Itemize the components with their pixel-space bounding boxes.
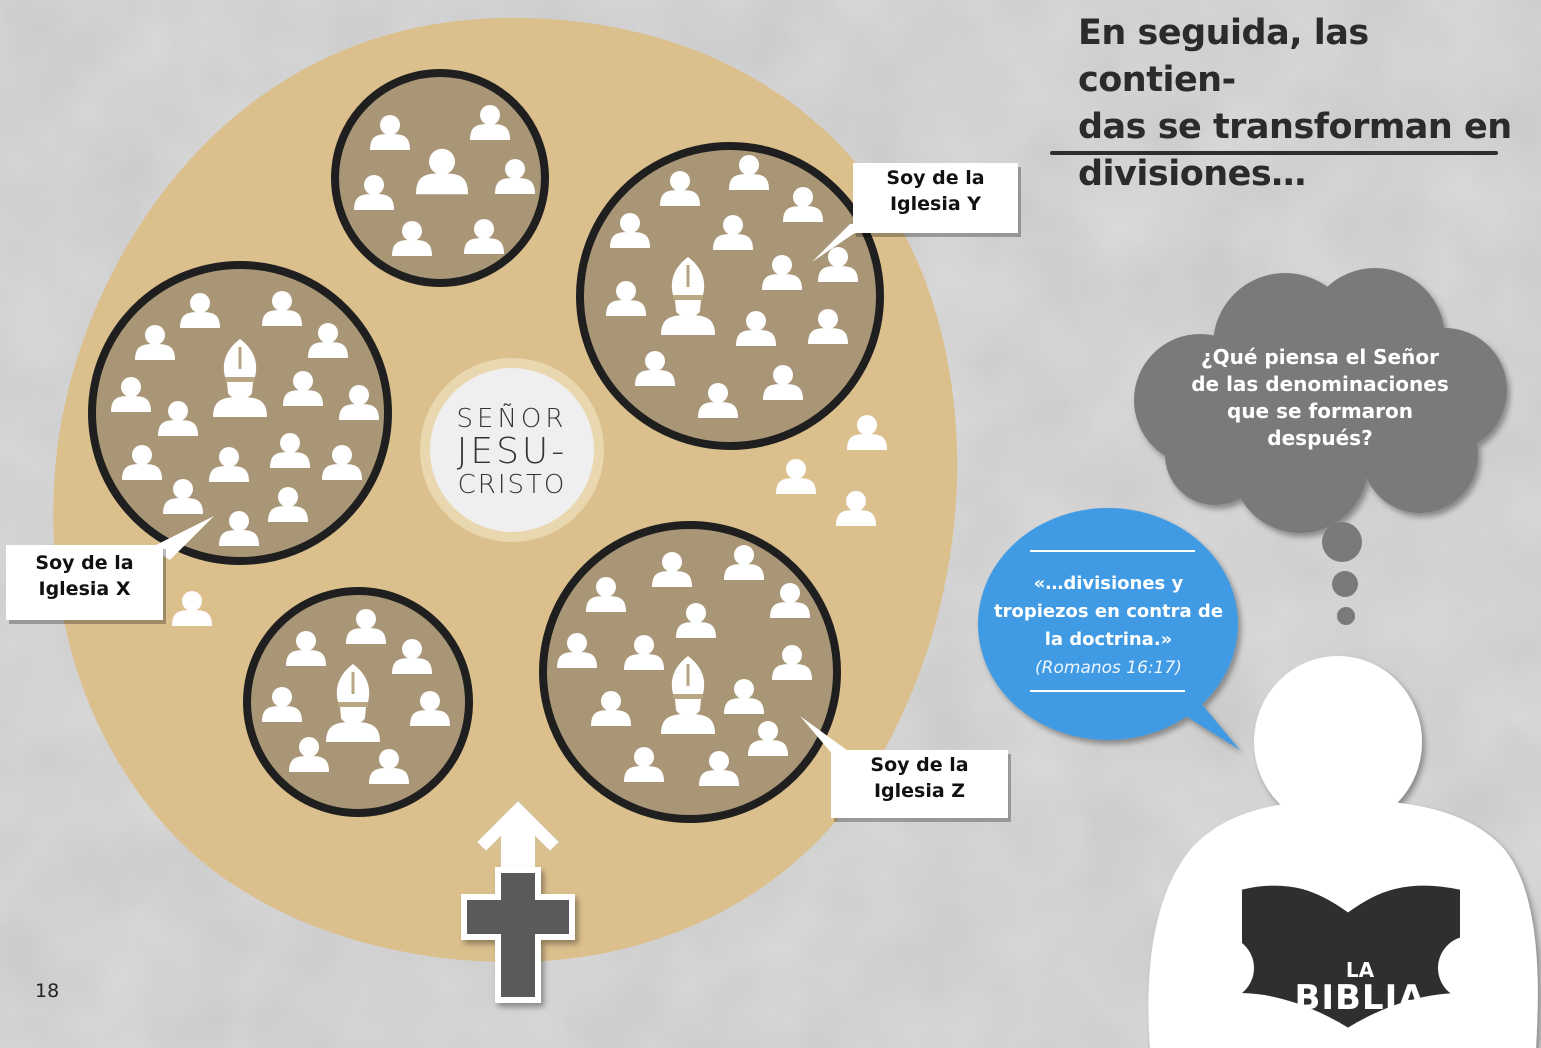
tag-line: Soy de la xyxy=(35,552,134,574)
thought-line: después? xyxy=(1267,426,1373,450)
speech-bubble xyxy=(978,508,1240,750)
quote-line: la doctrina.» xyxy=(1044,629,1173,650)
tag-line: Soy de la xyxy=(886,167,985,189)
pointer-iglesia-y xyxy=(812,224,868,262)
page-number: 18 xyxy=(35,980,60,1002)
quote-rule-bottom xyxy=(1030,690,1185,692)
tag-iglesia-y: Soy de la Iglesia Y xyxy=(853,163,1018,233)
thought-line: que se formaron xyxy=(1227,399,1413,423)
tag-line: Iglesia X xyxy=(38,578,131,600)
center-label-line: CRISTO xyxy=(457,470,567,500)
tag-line: Iglesia Y xyxy=(889,193,982,215)
pointer-iglesia-z xyxy=(800,716,855,756)
bible-label-small: LA xyxy=(1345,958,1375,982)
thought-bubble-dot xyxy=(1322,522,1362,562)
quote-line: «…divisiones y xyxy=(1033,573,1184,594)
tag-line: Iglesia Z xyxy=(873,780,966,802)
center-label-line: SEÑOR xyxy=(456,404,568,434)
thought-line: ¿Qué piensa el Señor xyxy=(1201,345,1439,369)
quote-rule-top xyxy=(1030,550,1195,552)
thought-bubble-dot xyxy=(1337,607,1355,625)
headline-line: divisiones… xyxy=(1078,154,1306,194)
cross-icon xyxy=(461,867,575,1003)
scripture-quote: «…divisiones y tropiezos en contra de la… xyxy=(986,570,1231,682)
thought-question: ¿Qué piensa el Señor de las denominacion… xyxy=(1170,344,1470,452)
center-label: SEÑOR JESU- CRISTO xyxy=(432,404,592,500)
headline-line: das se transforman en xyxy=(1078,107,1512,147)
headline-rule xyxy=(1050,151,1498,155)
pointer-iglesia-x xyxy=(150,516,214,560)
tag-line: Soy de la xyxy=(870,754,969,776)
thought-bubble-dot xyxy=(1332,571,1358,597)
quote-reference: (Romanos 16:17) xyxy=(1035,658,1182,678)
bible-book-icon xyxy=(1190,881,1502,1033)
thought-line: de las denominaciones xyxy=(1191,372,1449,396)
thought-cloud xyxy=(1134,268,1507,533)
center-circle xyxy=(430,368,594,532)
headline-line: En seguida, las contien- xyxy=(1078,13,1369,100)
center-label-line: JESU- xyxy=(456,431,568,472)
quote-line: tropiezos en contra de xyxy=(993,601,1224,622)
tag-iglesia-x: Soy de la Iglesia X xyxy=(6,545,163,620)
bible-label-title: BIBLIA xyxy=(1294,978,1426,1018)
tag-iglesia-z: Soy de la Iglesia Z xyxy=(831,750,1008,818)
headline: En seguida, las contien- das se transfor… xyxy=(1078,10,1518,198)
